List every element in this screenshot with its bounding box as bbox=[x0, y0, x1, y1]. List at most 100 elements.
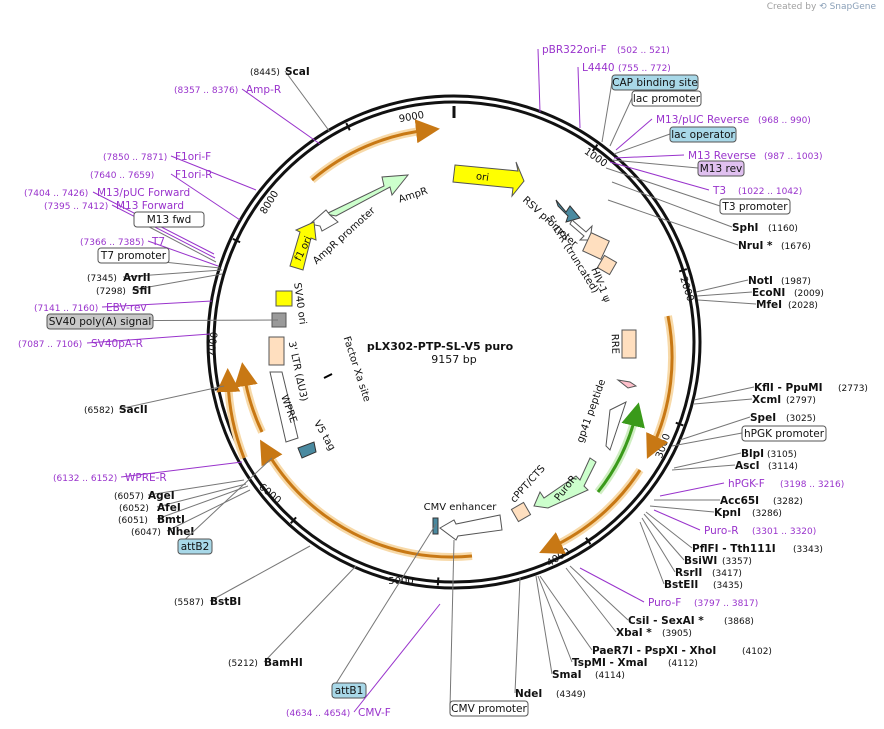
callout-name: Puro-R bbox=[704, 525, 739, 537]
callout-amp-r[interactable]: Amp-R(8357 .. 8376) bbox=[174, 84, 281, 96]
callout-spei[interactable]: SpeI(3025) bbox=[750, 412, 816, 424]
feature-cppt[interactable] bbox=[510, 501, 532, 523]
callout-pflfi-tth111i[interactable]: PflFI - Tth111I(3343) bbox=[692, 543, 823, 555]
callout-name: BstBI bbox=[210, 596, 241, 608]
callout-box bbox=[177, 538, 213, 555]
feature-f1-ori[interactable] bbox=[289, 221, 317, 271]
callout-name: PflFI - Tth111I bbox=[692, 543, 776, 555]
callout-kfli-ppumi[interactable]: KflI - PpuMI(2773) bbox=[754, 382, 868, 394]
callout-acc65i[interactable]: Acc65I(3282) bbox=[720, 495, 803, 507]
callout-avrii[interactable]: AvrII(7345) bbox=[87, 272, 151, 284]
feature-hpgk-promoter[interactable] bbox=[605, 401, 627, 451]
feature-hiv1-psi[interactable] bbox=[596, 254, 618, 276]
feature-ampr[interactable] bbox=[324, 174, 410, 217]
callout-puro-f[interactable]: Puro-F(3797 .. 3817) bbox=[648, 597, 758, 609]
callout-asci[interactable]: AscI(3114) bbox=[735, 460, 798, 472]
callout-t7-promoter[interactable]: T7 promoter bbox=[97, 247, 170, 264]
callout-puro-r[interactable]: Puro-R(3301 .. 3320) bbox=[704, 525, 816, 537]
feature-puror[interactable] bbox=[533, 457, 597, 509]
callout-tspmi-xmai[interactable]: TspMI - XmaI(4112) bbox=[572, 657, 698, 669]
callout-cap-binding-site[interactable]: CAP binding site bbox=[611, 74, 699, 91]
callout-leader bbox=[120, 461, 243, 478]
callout-hpgk-f[interactable]: hPGK-F(3198 .. 3216) bbox=[728, 478, 844, 490]
callout-bstbi[interactable]: BstBI(5587) bbox=[174, 596, 241, 608]
callout-m13-fwd[interactable]: M13 fwd bbox=[133, 211, 205, 228]
callout-rsrii[interactable]: RsrII(3417) bbox=[675, 567, 742, 579]
callout-leader bbox=[577, 66, 581, 129]
callout-name: PaeR7I - PspXI - XhoI bbox=[592, 645, 716, 657]
callout-name: WPRE-R bbox=[125, 472, 167, 484]
callout-bmti[interactable]: BmtI(6051) bbox=[118, 514, 185, 526]
callout-attb2[interactable]: attB2 bbox=[177, 538, 213, 555]
callout-f1ori-f[interactable]: F1ori-F(7850 .. 7871) bbox=[103, 151, 211, 163]
callout-agei[interactable]: AgeI(6057) bbox=[114, 490, 175, 502]
feature-v5-tag[interactable] bbox=[297, 441, 317, 459]
callout-name: BamHI bbox=[264, 657, 303, 669]
feature-wpre[interactable] bbox=[269, 371, 299, 443]
feature-factor-xa[interactable] bbox=[323, 373, 333, 379]
callout-t3[interactable]: T3(1022 .. 1042) bbox=[712, 185, 802, 197]
feature-gp41[interactable] bbox=[616, 379, 638, 389]
callout-xcmi[interactable]: XcmI(2797) bbox=[752, 394, 816, 406]
callout-ndei[interactable]: NdeI(4349) bbox=[515, 688, 586, 700]
callout-kpni[interactable]: KpnI(3286) bbox=[714, 507, 782, 519]
callout-sv40pa-r[interactable]: SV40pA-R(7087 .. 7106) bbox=[18, 338, 143, 350]
callout-afei[interactable]: AfeI(6052) bbox=[119, 502, 181, 514]
callout-smai[interactable]: SmaI(4114) bbox=[552, 669, 625, 681]
callout-nhei[interactable]: NheI(6047) bbox=[131, 526, 194, 538]
callout-l4440[interactable]: L4440(755 .. 772) bbox=[582, 62, 671, 74]
feature-3ltr[interactable] bbox=[268, 336, 285, 366]
feature-rre[interactable] bbox=[621, 329, 637, 359]
callout-cmv-f[interactable]: CMV-F(4634 .. 4654) bbox=[286, 707, 391, 719]
callout-m13-rev[interactable]: M13 rev bbox=[697, 160, 745, 177]
callout-csii-sexai[interactable]: CsiI - SexAI *(3868) bbox=[628, 615, 754, 627]
callout-bsiwi[interactable]: BsiWI(3357) bbox=[684, 555, 752, 567]
callout-m13-reverse[interactable]: M13 Reverse(987 .. 1003) bbox=[688, 150, 823, 162]
callout-name: NheI bbox=[167, 526, 194, 538]
scale-tick bbox=[585, 537, 592, 545]
callout-wpre-r[interactable]: WPRE-R(6132 .. 6152) bbox=[53, 472, 167, 484]
callout-mfei[interactable]: MfeI(2028) bbox=[756, 299, 818, 311]
callout-t3-promoter[interactable]: T3 promoter bbox=[719, 198, 791, 215]
callout-econi[interactable]: EcoNI(2009) bbox=[752, 287, 824, 299]
callout-scai[interactable]: ScaI(8445) bbox=[250, 66, 310, 78]
callout-noti[interactable]: NotI(1987) bbox=[748, 275, 811, 287]
callout-sacii[interactable]: SacII(6582) bbox=[84, 404, 148, 416]
callout-t7[interactable]: T7(7366 .. 7385) bbox=[80, 236, 165, 248]
callout-hpgk-promoter[interactable]: hPGK promoter bbox=[741, 425, 827, 442]
feature-ori[interactable] bbox=[452, 161, 525, 198]
feature-attb1-block[interactable] bbox=[432, 517, 439, 535]
callout-lac-promoter[interactable]: lac promoter bbox=[631, 90, 702, 107]
callout-name: BstEII bbox=[664, 579, 698, 591]
feature-rsv-region[interactable] bbox=[555, 199, 581, 223]
scale-tick bbox=[289, 516, 297, 524]
callout-pbr322ori-f[interactable]: pBR322ori-F(502 .. 521) bbox=[542, 44, 670, 56]
feature-sv40-ori[interactable] bbox=[275, 290, 293, 307]
callout-paer7i-pspxi-xhoi[interactable]: PaeR7I - PspXI - XhoI(4102) bbox=[592, 645, 772, 657]
callout-sfii[interactable]: SfiI(7298) bbox=[96, 285, 151, 297]
feature-rsv-promoter[interactable] bbox=[569, 219, 593, 241]
callout-ebv-rev[interactable]: EBV-rev(7141 .. 7160) bbox=[34, 302, 147, 314]
callout-bamhi[interactable]: BamHI(5212) bbox=[228, 657, 303, 669]
callout-leader bbox=[241, 88, 321, 145]
callout-position: (6051) bbox=[118, 516, 148, 526]
callout-name: NotI bbox=[748, 275, 773, 287]
callout-name: BsiWI bbox=[684, 555, 717, 567]
callout-xbai[interactable]: XbaI *(3905) bbox=[616, 627, 692, 639]
callout-sphi[interactable]: SphI(1160) bbox=[732, 222, 798, 234]
callout-m13-puc-forward[interactable]: M13/pUC Forward(7404 .. 7426) bbox=[24, 187, 190, 199]
callout-nrui[interactable]: NruI *(1676) bbox=[738, 240, 811, 252]
callout-bsteii[interactable]: BstEII(3435) bbox=[664, 579, 743, 591]
feature-5ltr[interactable] bbox=[582, 232, 610, 260]
callout-name: CsiI - SexAI * bbox=[628, 615, 704, 627]
feature-cmv-enhancer[interactable] bbox=[439, 514, 503, 541]
callout-cmv-promoter[interactable]: CMV promoter bbox=[449, 700, 529, 717]
callout-lac-operator[interactable]: lac operator bbox=[669, 126, 737, 143]
callout-m13-puc-reverse[interactable]: M13/pUC Reverse(968 .. 990) bbox=[656, 114, 811, 126]
callout-sv40-poly-a-signal[interactable]: SV40 poly(A) signal bbox=[46, 313, 154, 330]
callout-m13-forward[interactable]: M13 Forward(7395 .. 7412) bbox=[44, 200, 184, 212]
scale-tick bbox=[675, 421, 684, 427]
callout-blpi[interactable]: BlpI(3105) bbox=[741, 448, 797, 460]
callout-f1ori-r[interactable]: F1ori-R(7640 .. 7659) bbox=[90, 169, 212, 181]
callout-attb1[interactable]: attB1 bbox=[331, 682, 367, 699]
